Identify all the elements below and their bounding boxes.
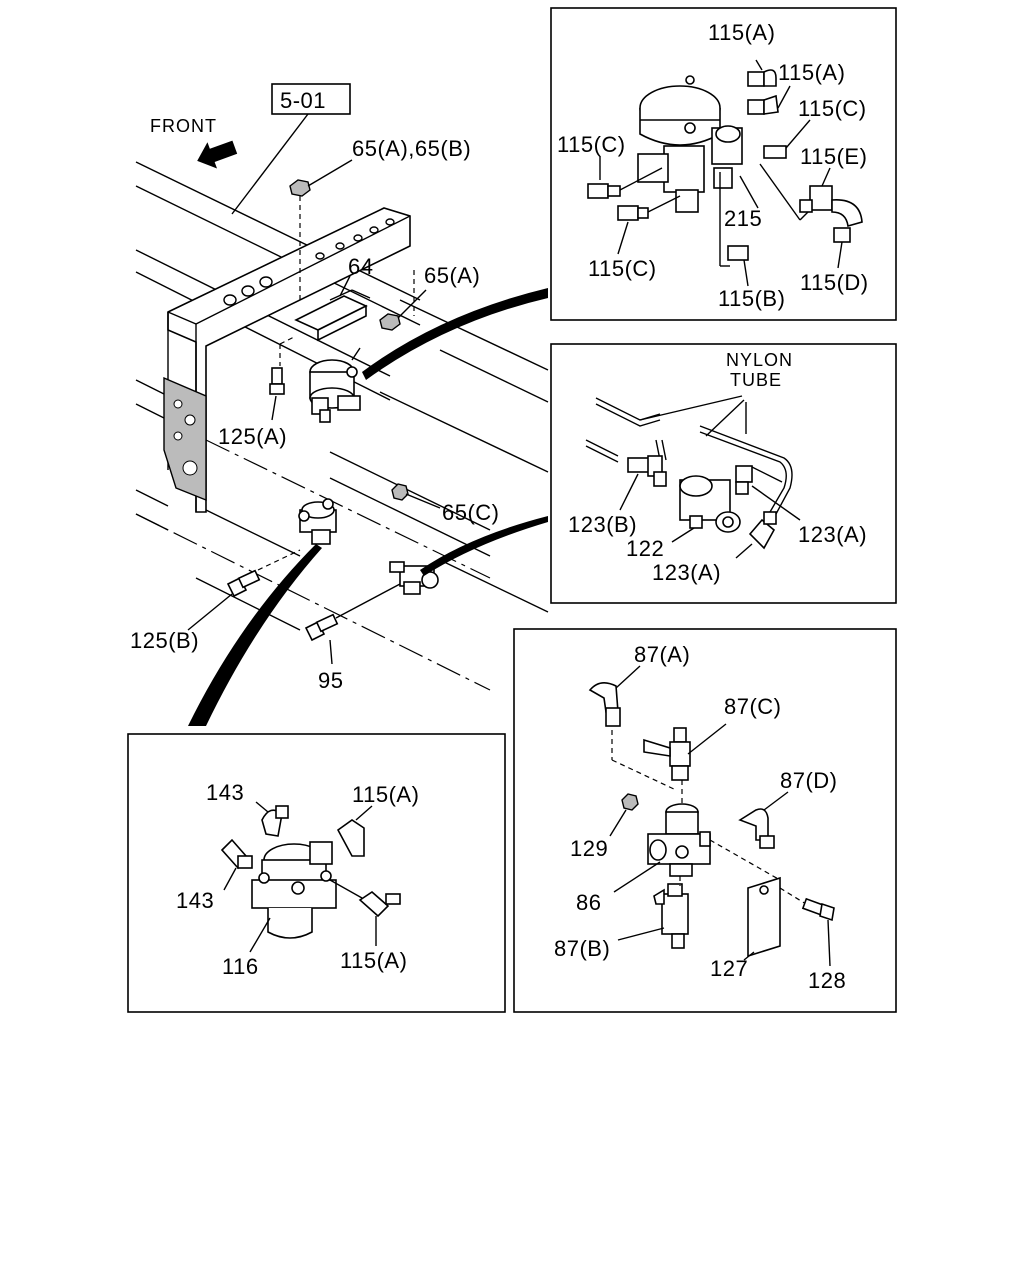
valve-116 bbox=[249, 841, 337, 953]
bolt-95: 95 bbox=[304, 583, 401, 693]
nut-65a: 65(A) bbox=[379, 263, 480, 331]
fitting-115c-bottom bbox=[617, 205, 649, 255]
label-top-9: 115(D) bbox=[800, 270, 869, 295]
front-arrow: FRONT bbox=[150, 116, 238, 169]
nut-129 bbox=[609, 793, 639, 837]
label-top-6: 215 bbox=[724, 206, 762, 231]
label-br-3: 87(D) bbox=[780, 768, 838, 793]
label-top-8: 115(B) bbox=[718, 286, 785, 311]
label-65c: 65(C) bbox=[442, 500, 500, 525]
label-mid-3: 122 bbox=[626, 536, 664, 561]
fitting-115c-left bbox=[587, 156, 621, 199]
fitting-115d bbox=[833, 227, 851, 269]
label-65a: 65(A) bbox=[424, 263, 480, 288]
fitting-143-top bbox=[255, 801, 289, 837]
label-br-5: 86 bbox=[576, 890, 601, 915]
fitting-115a-top bbox=[336, 805, 373, 857]
relay-valve-mounted bbox=[309, 347, 361, 423]
detail-panel-top: 115(A) 115(A) 115(C) 115(C) 115(E) 215 1… bbox=[550, 7, 897, 321]
fitting-115c-right bbox=[763, 119, 811, 159]
bolt-125b: 125(B) bbox=[130, 549, 301, 653]
plate-127 bbox=[743, 876, 807, 961]
label-mid-1: 123(B) bbox=[568, 512, 637, 537]
detail-panel-middle: NYLON TUBE bbox=[550, 343, 897, 604]
leader-to-mid-detail bbox=[420, 516, 548, 576]
fitting-115a-2 bbox=[747, 85, 791, 115]
label-125a: 125(A) bbox=[218, 424, 287, 449]
fitting-123b bbox=[619, 455, 667, 511]
leader-to-bottom-detail bbox=[188, 544, 322, 726]
valve-86 bbox=[613, 780, 711, 893]
fitting-115e bbox=[799, 167, 863, 228]
fitting-123a-upper bbox=[735, 465, 801, 521]
label-125b: 125(B) bbox=[130, 628, 199, 653]
label-64: 64 bbox=[348, 254, 373, 279]
label-br-2: 87(C) bbox=[724, 694, 782, 719]
bolt-125a: 125(A) bbox=[218, 335, 297, 449]
fitting-87d bbox=[709, 791, 789, 881]
label-br-6: 87(B) bbox=[554, 936, 610, 961]
label-top-2: 115(A) bbox=[778, 60, 845, 85]
fitting-87c bbox=[643, 723, 727, 781]
label-br-7: 127 bbox=[710, 956, 748, 981]
label-65ab: 65(A),65(B) bbox=[352, 136, 471, 161]
arrow-icon bbox=[197, 140, 238, 169]
nylon-tube-label-2: TUBE bbox=[730, 370, 782, 390]
label-top-3: 115(C) bbox=[798, 96, 867, 121]
label-bl-2: 115(A) bbox=[352, 782, 419, 807]
label-mid-2: 123(A) bbox=[798, 522, 867, 547]
chassis-frame bbox=[135, 161, 549, 691]
valve-122 bbox=[671, 475, 741, 543]
label-top-7: 115(C) bbox=[588, 256, 657, 281]
label-mid-4: 123(A) bbox=[652, 560, 721, 585]
fitting-87b bbox=[617, 876, 689, 949]
fitting-115a-bottom bbox=[329, 879, 401, 946]
bracket-64: 64 bbox=[294, 254, 373, 342]
label-bl-4: 116 bbox=[222, 954, 259, 979]
reference-box-label: 5-01 bbox=[280, 88, 326, 113]
fitting-123a-lower bbox=[735, 511, 777, 559]
nut-65ab: 65(A),65(B) bbox=[289, 136, 471, 300]
fitting-115b bbox=[727, 245, 749, 287]
label-br-8: 128 bbox=[808, 968, 846, 993]
label-95: 95 bbox=[318, 668, 343, 693]
bolt-128 bbox=[801, 897, 835, 967]
fitting-115a-1 bbox=[747, 59, 777, 87]
detail-panel-bottom-right: 87(A) 87(C) 87(D) 129 86 87(B) 127 128 bbox=[513, 628, 897, 1013]
label-bl-5: 115(A) bbox=[340, 948, 407, 973]
leader-to-top-detail bbox=[362, 288, 548, 380]
reference-box: 5-01 bbox=[231, 83, 351, 215]
nut-65c: 65(C) bbox=[391, 483, 500, 525]
fitting-87a bbox=[588, 665, 677, 791]
label-top-1: 115(A) bbox=[708, 20, 775, 45]
label-br-4: 129 bbox=[570, 836, 608, 861]
detail-panel-bottom-left: 143 115(A) 143 116 115(A) bbox=[127, 733, 506, 1013]
fitting-143-left bbox=[220, 838, 253, 891]
front-label: FRONT bbox=[150, 116, 217, 136]
label-br-1: 87(A) bbox=[634, 642, 690, 667]
label-bl-1: 143 bbox=[206, 780, 244, 805]
nylon-tube-label-1: NYLON bbox=[726, 350, 793, 370]
valve-lower-left bbox=[298, 498, 337, 545]
label-top-4: 115(C) bbox=[557, 132, 626, 157]
label-bl-3: 143 bbox=[176, 888, 214, 913]
label-top-5: 115(E) bbox=[800, 144, 867, 169]
